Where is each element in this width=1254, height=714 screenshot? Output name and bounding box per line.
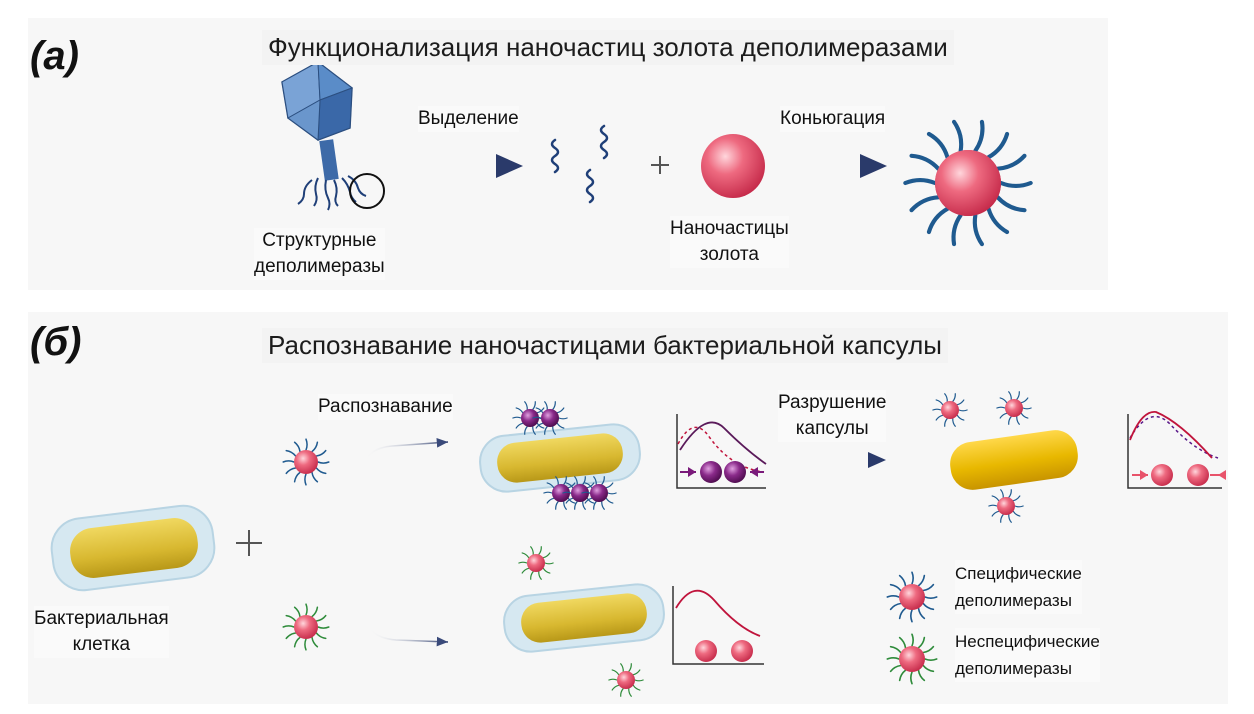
- depolymerase-squiggles: [550, 124, 609, 204]
- specific-particle-free-2: [996, 391, 1032, 425]
- legend-nonspecific-icon: [886, 633, 938, 685]
- spectrum-plot-aggregated: [676, 414, 767, 489]
- aggregated-particles-bottom: [543, 476, 617, 510]
- bacterial-cell-line2: клетка: [72, 634, 131, 655]
- structural-depolymerases-line1: Структурные: [262, 230, 377, 251]
- gold-nanoparticles-line2: золота: [699, 244, 759, 265]
- legend-nonspecific-label: Неспецифические деполимеразы: [955, 628, 1100, 682]
- phage-icon: [281, 60, 385, 211]
- specific-particle-free-1: [932, 393, 968, 427]
- nonspecific-particle-free-1: [518, 546, 554, 580]
- capsule-destruction-line1: Разрушение: [778, 392, 887, 413]
- legend-specific-line2: деполимеразы: [955, 591, 1072, 610]
- conjugation-label: Коньюгация: [780, 106, 886, 132]
- panel-a-tag: (а): [30, 34, 79, 78]
- legend-nonspecific-line1: Неспецифические: [955, 632, 1100, 651]
- legend-specific-icon: [886, 571, 938, 623]
- bacterial-cell-line1: Бактериальная: [34, 608, 169, 629]
- aggregated-particles-top: [512, 401, 568, 435]
- recognition-arrow-bottom: [365, 621, 449, 647]
- structural-depolymerases-label: Структурные деполимеразы: [254, 228, 385, 280]
- conjugated-nanoparticle-icon: [903, 119, 1033, 247]
- panel-b-tag: (б): [30, 320, 82, 364]
- gold-nanoparticle-icon: [701, 134, 765, 198]
- plus-icon-a: [651, 156, 669, 174]
- capsule-destruction-line2: капсулы: [795, 418, 869, 439]
- bacterium-unbound-icon: [503, 583, 665, 653]
- bacterial-cell-icon: [50, 504, 216, 592]
- bacterial-cell-label: Бактериальная клетка: [34, 606, 169, 658]
- panel-a-title: Функционализация наночастиц золота депол…: [262, 30, 954, 65]
- recognition-arrow-top: [361, 438, 449, 471]
- specific-particle-free-3: [988, 489, 1024, 523]
- recognition-label: Распознавание: [318, 394, 453, 420]
- spectrum-plot-dispersed: [1127, 411, 1226, 489]
- spectrum-plot-nonspecific: [672, 586, 764, 665]
- gold-nanoparticles-label: Наночастицы золота: [670, 216, 789, 268]
- bacterium-no-capsule-icon: [950, 430, 1078, 490]
- structural-depolymerases-line2: деполимеразы: [254, 256, 385, 277]
- isolation-label: Выделение: [418, 106, 519, 132]
- legend-specific-line1: Специфические: [955, 564, 1082, 583]
- legend-specific-label: Специфические деполимеразы: [955, 560, 1082, 614]
- panel-b-title: Распознавание наночастицами бактериально…: [262, 328, 948, 363]
- gold-nanoparticles-line1: Наночастицы: [670, 218, 789, 239]
- nonspecific-nanoparticle-icon: [282, 603, 330, 651]
- nonspecific-particle-free-2: [608, 663, 644, 697]
- specific-nanoparticle-icon: [282, 438, 330, 486]
- capsule-destruction-label: Разрушение капсулы: [778, 390, 887, 442]
- legend-nonspecific-line2: деполимеразы: [955, 659, 1072, 678]
- plus-icon-b: [236, 530, 262, 556]
- bacterium-with-aggregates-icon: [479, 423, 641, 493]
